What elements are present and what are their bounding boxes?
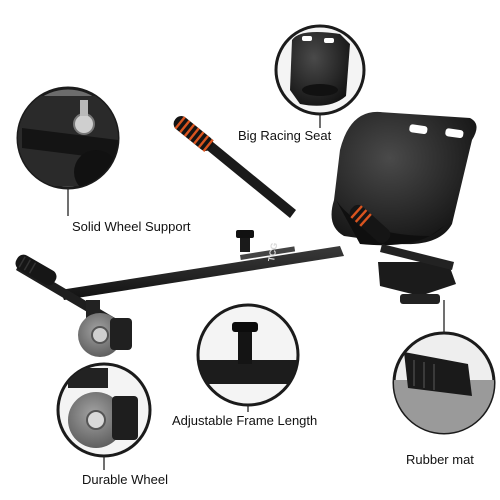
detail-circle-wheel-support	[16, 86, 120, 190]
rear-foot	[400, 294, 440, 304]
rear-side-tube	[380, 244, 454, 270]
steering-handle-bar	[202, 138, 296, 218]
detail-circle-durable-wheel	[56, 362, 152, 458]
detail-circle-frame-length	[196, 303, 300, 407]
callout-durable-wheel: Durable Wheel	[82, 472, 168, 487]
callout-adjustable-frame-length: Adjustable Frame Length	[172, 413, 318, 428]
front-caster-wheel	[78, 300, 132, 357]
kart-main: TCG	[15, 111, 477, 357]
callout-solid-wheel-support: Solid Wheel Support	[72, 219, 191, 234]
frame-length-knob	[236, 230, 254, 252]
detail-circle-seat	[274, 24, 366, 116]
callout-rubber-mat: Rubber mat	[406, 452, 474, 467]
steering-grip	[173, 116, 214, 153]
callout-big-racing-seat: Big Racing Seat	[238, 128, 332, 143]
frame-marking-text: TCG	[266, 242, 279, 262]
main-frame-bar	[60, 246, 344, 300]
rear-right-grip	[349, 204, 391, 244]
frame-adjust-slot	[240, 246, 296, 260]
racing-seat	[331, 111, 477, 246]
rear-bracket	[378, 262, 456, 296]
detail-circle-rubber-mat	[392, 331, 496, 435]
front-left-grip	[15, 254, 57, 286]
leader-lines	[67, 114, 445, 470]
